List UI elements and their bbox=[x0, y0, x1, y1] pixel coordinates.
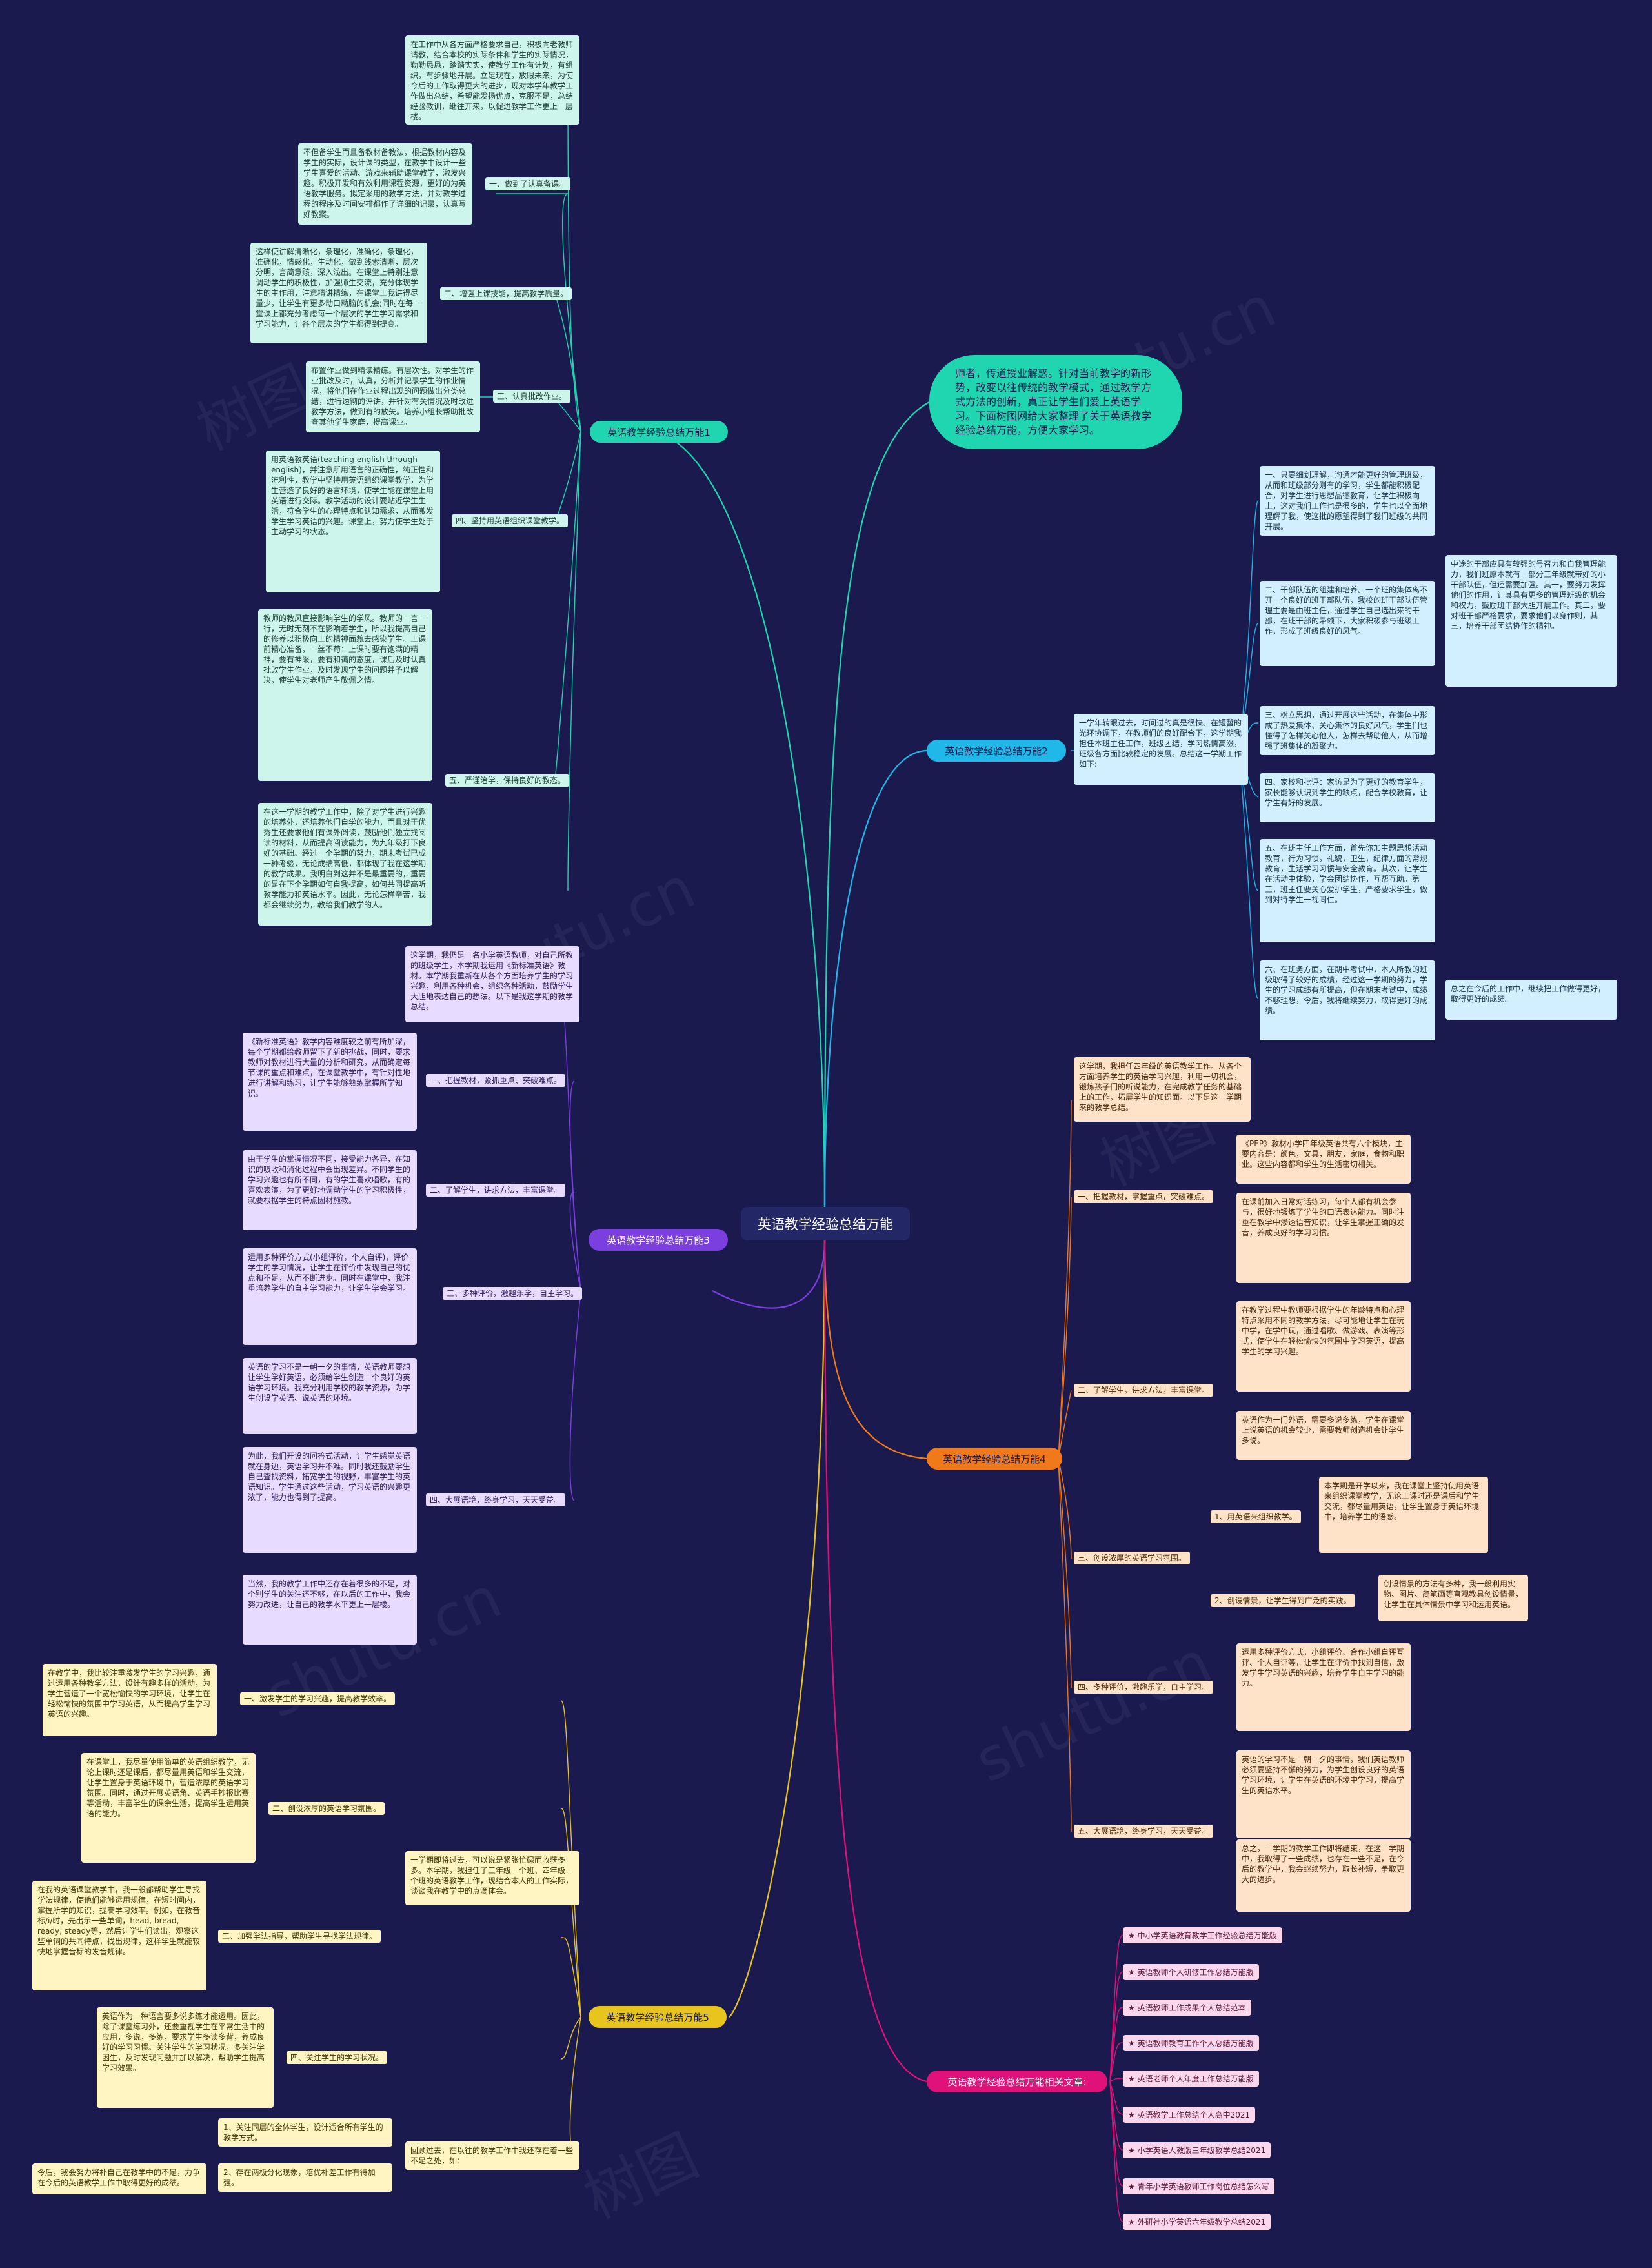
b4-s5[interactable]: 五、大展语境，终身学习，天天受益。 bbox=[1074, 1825, 1214, 1838]
b5-s2-text: 在课堂上，我尽量使用简单的英语组织教学，无论上课时还是课后，都尽量用英语和学生交… bbox=[81, 1753, 256, 1863]
b4-s2-text-2: 英语作为一门外语，需要多说多练，学生在课堂上说英语的机会较少，需要教师创造机会让… bbox=[1236, 1411, 1411, 1460]
intro-bubble[interactable]: 师者，传道授业解惑。针对当前教学的新形势，改变以往传统的教学模式，通过教学方式方… bbox=[929, 355, 1182, 449]
branch-3[interactable]: 英语教学经验总结万能3 bbox=[589, 1229, 728, 1251]
b5-s4-text: 英语作为一种语言要多说多练才能运用。因此，除了课堂练习外，还要重视学生在平常生活… bbox=[97, 2007, 274, 2108]
b2-item-3: 三、树立思想，通过开展这些活动，在集体中形成了热爱集体、关心集体的良好风气，学生… bbox=[1260, 706, 1435, 755]
b4-top-text: 这学期，我担任四年级的英语教学工作。从各个方面培养学生的英语学习兴趣，利用一切机… bbox=[1074, 1057, 1251, 1122]
b4-s3-b[interactable]: 2、创设情景，让学生得到广泛的实践。 bbox=[1211, 1594, 1355, 1607]
b5-s4[interactable]: 四、关注学生的学习状况。 bbox=[287, 2051, 388, 2064]
b3-s3[interactable]: 三、多种评价，激趣乐学，自主学习。 bbox=[443, 1287, 583, 1300]
b5-s2[interactable]: 二、创设浓厚的英语学习氛围。 bbox=[268, 1802, 385, 1815]
b5-end-2: 2、存在两极分化现象，培优补差工作有待加强。 bbox=[218, 2163, 392, 2192]
b2-item-2: 二、干部队伍的组建和培养。一个班的集体离不开一个良好的班干部队伍，我校的班干部队… bbox=[1260, 581, 1435, 666]
article-link-2[interactable]: ★ 英语教师个人研修工作总结万能版 bbox=[1123, 1964, 1259, 1980]
b1-s2[interactable]: 二、增强上课技能，提高教学质量。 bbox=[440, 287, 572, 300]
article-link-4[interactable]: ★ 英语教师教育工作个人总结万能版 bbox=[1123, 2035, 1259, 2051]
b5-end-1: 1、关注同层的全体学生，设计适合所有学生的教学方式。 bbox=[218, 2118, 392, 2147]
b2-lead: 一学年转眼过去，时间过的真是很快。在短暂的光环协调下，在教师们的良好配合下，这学… bbox=[1074, 714, 1248, 785]
b2-item-2-note: 中途的干部应具有较强的号召力和自我管理能力，我们班原本就有一部分三年级就带好的小… bbox=[1446, 555, 1617, 687]
b4-s4[interactable]: 四、多种评价，激趣乐学，自主学习。 bbox=[1074, 1681, 1214, 1694]
b3-top-text: 这学期，我仍是一名小学英语教师，对自己所教的班级学生，本学期我运用《新标准英语》… bbox=[405, 946, 579, 1022]
b5-s1-text: 在教学中，我比较注重激发学生的学习兴趣，通过运用各种教学方法，设计有趣多样的活动… bbox=[43, 1664, 217, 1736]
article-link-7[interactable]: ★ 小学英语人教版三年级教学总结2021 bbox=[1123, 2142, 1271, 2158]
b4-s2-text-1: 在教学过程中教师要根据学生的年龄特点和心理特点采用不同的教学方法，尽可能地让学生… bbox=[1236, 1301, 1411, 1392]
intro-text: 师者，传道授业解惑。针对当前教学的新形势，改变以往传统的教学模式，通过教学方式方… bbox=[955, 367, 1152, 436]
article-link-6[interactable]: ★ 英语教学工作总结个人高中2021 bbox=[1123, 2107, 1256, 2123]
b1-s4-text: 用英语教英语(teaching english through english)… bbox=[266, 451, 440, 592]
b3-s2[interactable]: 二、了解学生，讲求方法，丰富课堂。 bbox=[426, 1184, 566, 1197]
article-link-3[interactable]: ★ 英语教师工作成果个人总结范本 bbox=[1123, 2000, 1251, 2016]
article-link-8[interactable]: ★ 青年小学英语教师工作岗位总结怎么写 bbox=[1123, 2178, 1274, 2194]
b3-s2-text: 由于学生的掌握情况不同，接受能力各异，在知识的吸收和消化过程中会出现差异。不同学… bbox=[243, 1150, 417, 1230]
article-link-5[interactable]: ★ 英语老师个人年度工作总结万能版 bbox=[1123, 2071, 1259, 2087]
b1-s3[interactable]: 三、认真批改作业。 bbox=[493, 390, 571, 403]
b3-s3-text: 运用多种评价方式(小组评价，个人自评)，评价学生的学习情况，让学生在评价中发现自… bbox=[243, 1248, 417, 1345]
b1-s4[interactable]: 四、坚持用英语组织课堂教学。 bbox=[452, 514, 569, 527]
b3-s1[interactable]: 一、把握教材，紧抓重点、突破难点。 bbox=[426, 1074, 566, 1087]
b5-lead: 一学期即将过去，可以说是紧张忙碌而收获多多。本学期，我担任了三年级一个班、四年级… bbox=[405, 1851, 579, 1905]
b2-item-6-note: 总之在今后的工作中，继续把工作做得更好，取得更好的成绩。 bbox=[1446, 980, 1617, 1020]
b3-s4[interactable]: 四、大展语境，终身学习，天天受益。 bbox=[426, 1493, 566, 1506]
b1-s1[interactable]: 一、做到了认真备课。 bbox=[485, 177, 571, 190]
b4-s3-a-text: 本学期是开学以来，我在课堂上坚持使用英语来组织课堂教学，无论上课时还是课后和学生… bbox=[1319, 1477, 1488, 1553]
root-node[interactable]: 英语教学经验总结万能 bbox=[741, 1207, 910, 1240]
branch-2[interactable]: 英语教学经验总结万能2 bbox=[927, 740, 1066, 762]
b4-s1[interactable]: 一、把握教材，掌握重点，突破难点。 bbox=[1074, 1190, 1214, 1203]
b1-s5-text: 教师的教风直接影响学生的学风。教师的一言一行，无时无刻不在影响着学生，所以我提高… bbox=[258, 609, 432, 781]
branch-1[interactable]: 英语教学经验总结万能1 bbox=[590, 421, 728, 443]
b5-end-2-text: 今后，我会努力将补自己在教学中的不足，力争在今后的英语教学工作中取得更好的成绩。 bbox=[32, 2163, 206, 2194]
b5-s3-text: 在我的英语课堂教学中，我一般都帮助学生寻找学法规律，使他们能够运用规律，在短时间… bbox=[32, 1881, 206, 1990]
b1-bottom-text: 在这一学期的教学工作中，除了对学生进行兴趣的培养外，还培养他们自学的能力，而且对… bbox=[258, 803, 432, 926]
b1-top-text: 在工作中从各方面严格要求自己，积极向老教师请教，结合本校的实际条件和学生的实际情… bbox=[405, 35, 579, 125]
b2-item-1: 一、只要细划理解，沟通才能更好的管理班级，从而和班级部分则有的学习，学生都能积极… bbox=[1260, 466, 1435, 536]
b4-s3[interactable]: 三、创设浓厚的英语学习氛围。 bbox=[1074, 1552, 1191, 1564]
b1-s2-text: 这样使讲解清晰化，条理化，准确化，条理化，准确化，情感化，生动化，做到线索清晰，… bbox=[250, 243, 427, 343]
b4-s4-text: 运用多种评价方式，小组评价、合作小组自评互评、个人自评等，让学生在评价中找到自信… bbox=[1236, 1643, 1411, 1731]
b2-item-6: 六、在班务方面，在期中考试中，本人所教的班级取得了较好的成绩，经过这一学期的努力… bbox=[1260, 960, 1435, 1040]
b4-s1-text-1: 《PEP》教材小学四年级英语共有六个模块，主要内容是：颜色，文具，朋友，家庭，食… bbox=[1236, 1135, 1411, 1184]
b1-s1-text: 不但备学生而且备教材备教法，根据教材内容及学生的实际，设计课的类型，在教学中设计… bbox=[298, 143, 472, 225]
b4-s1-text-2: 在课前加入日常对话练习，每个人都有机会参与，很好地锻炼了学生的口语表达能力。同时… bbox=[1236, 1193, 1411, 1283]
b4-s5-text-1: 英语的学习不是一朝一夕的事情，我们英语教师必须要坚持不懈的努力，为学生创设良好的… bbox=[1236, 1750, 1411, 1838]
b4-s5-text-2: 总之，一学期的教学工作即将结束，在这一学期中，我取得了一些成绩，也存在一些不足，… bbox=[1236, 1839, 1411, 1912]
b1-s5[interactable]: 五、严谨治学，保持良好的教态。 bbox=[445, 774, 570, 787]
branch-4[interactable]: 英语教学经验总结万能4 bbox=[927, 1448, 1062, 1470]
b4-s3-b-text: 创设情景的方法有多种，我一般利用实物、图片、简笔画等直观教具创设情景，让学生在具… bbox=[1378, 1575, 1528, 1621]
article-link-9[interactable]: ★ 外研社小学英语六年级教学总结2021 bbox=[1123, 2214, 1271, 2230]
b3-s4-text-1: 英语的学习不是一朝一夕的事情，英语教师要想让学生学好英语，必须给学生创造一个良好… bbox=[243, 1358, 417, 1434]
article-link-1[interactable]: ★ 中小学英语教育教学工作经验总结万能版 bbox=[1123, 1927, 1282, 1943]
branch-5[interactable]: 英语教学经验总结万能5 bbox=[589, 2006, 727, 2028]
b4-s2[interactable]: 二、了解学生，讲求方法，丰富课堂。 bbox=[1074, 1384, 1214, 1397]
b3-s4-text-2: 为此，我们开设的问答式活动，让学生感觉英语就在身边，英语学习并不难。同时我还鼓励… bbox=[243, 1447, 417, 1553]
b3-s1-text: 《新标准英语》教学内容难度较之前有所加深，每个学期都给教师留下了新的挑战，同时，… bbox=[243, 1033, 417, 1131]
branch-6[interactable]: 英语教学经验总结万能相关文章: bbox=[927, 2071, 1107, 2092]
b5-s3[interactable]: 三、加强学法指导，帮助学生寻找学法规律。 bbox=[218, 1930, 381, 1943]
b2-item-4: 四、家校和批评：家访是为了更好的教育学生，家长能够认识到学生的缺点，配合学校教育… bbox=[1260, 773, 1435, 822]
b2-item-5: 五、在班主任工作方面，首先你加主题思想活动教育，行为习惯，礼貌，卫生，纪律方面的… bbox=[1260, 839, 1435, 942]
b5-s1[interactable]: 一、激发学生的学习兴趣，提高教学效率。 bbox=[240, 1692, 396, 1705]
b5-end: 回顾过去，在以往的教学工作中我还存在着一些不足之处，如： bbox=[405, 2141, 579, 2170]
b1-s3-text: 布置作业做到精读精练。有层次性。对学生的作业批改及时，认真，分析并记录学生的作业… bbox=[306, 361, 480, 432]
b4-s3-a[interactable]: 1、用英语来组织教学。 bbox=[1211, 1510, 1301, 1523]
b3-s4-text-3: 当然，我的教学工作中还存在着很多的不足，对个别学生的关注还不够，在以后的工作中，… bbox=[243, 1575, 417, 1645]
